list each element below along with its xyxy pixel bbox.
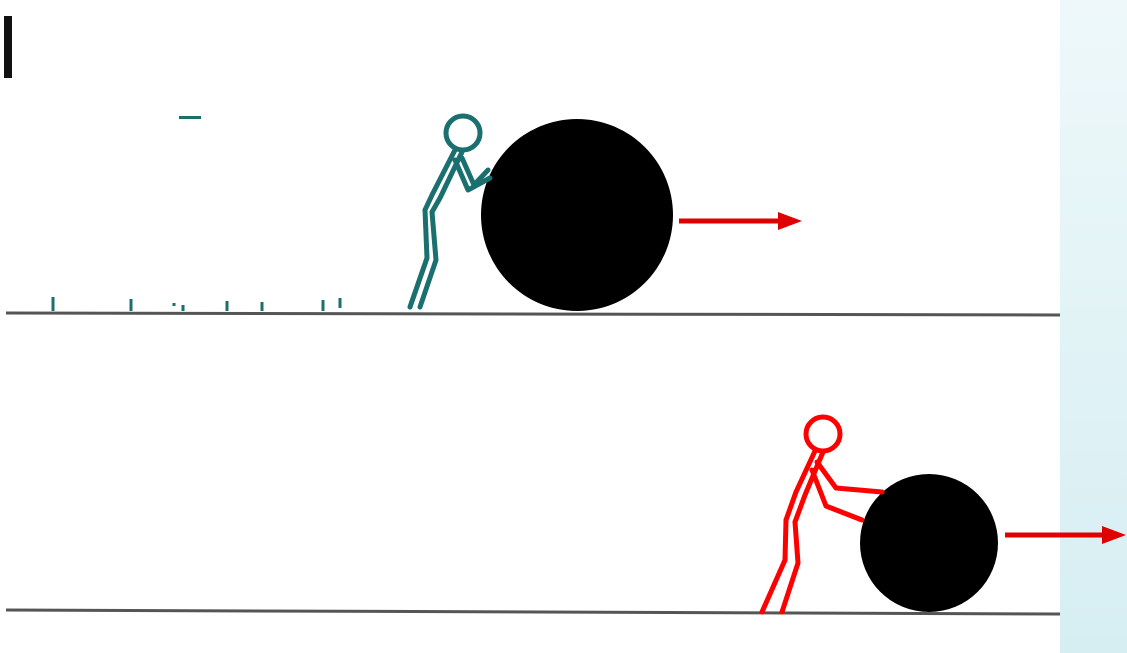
ground-line-top <box>6 313 1060 315</box>
corner-mark <box>4 16 12 78</box>
side-strip <box>1060 0 1127 653</box>
ground-ticks <box>53 297 340 311</box>
ground-line-bottom <box>6 610 1060 614</box>
dash-mark <box>179 116 201 119</box>
ball-small <box>860 474 998 612</box>
scene-top <box>6 116 1060 315</box>
ball-large <box>481 119 673 311</box>
stick-figure-bottom <box>762 417 882 612</box>
scene-bottom <box>6 417 1126 614</box>
stick-figure-top <box>410 116 490 307</box>
right-arrow-top <box>679 212 802 230</box>
